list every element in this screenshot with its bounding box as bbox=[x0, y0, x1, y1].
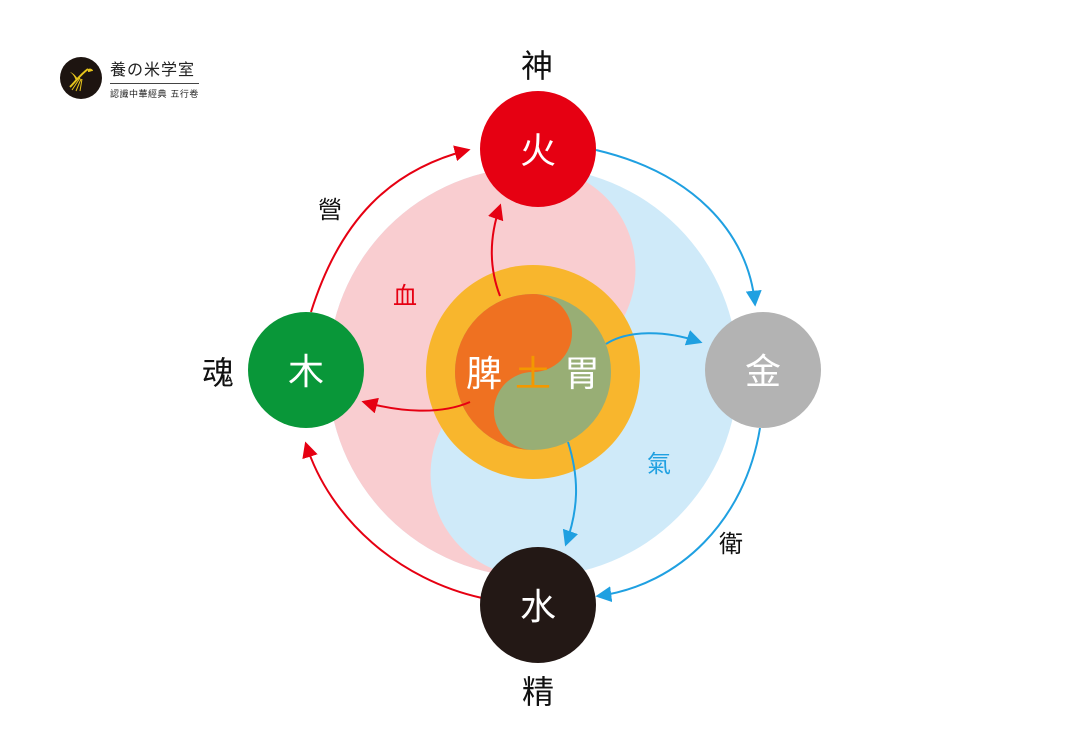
spleen-label: 脾 bbox=[466, 354, 502, 395]
ying-label: 營 bbox=[318, 196, 342, 224]
metal-node: 金 bbox=[705, 312, 821, 428]
wood-node: 木 bbox=[248, 312, 364, 428]
qi-to-water-arrow bbox=[562, 441, 578, 547]
water-wood-arrow bbox=[302, 441, 483, 599]
logo-subtitle: 認識中華經典 五行卷 bbox=[110, 90, 199, 100]
wei-label: 衛 bbox=[719, 530, 743, 558]
wood-label: 木 bbox=[288, 352, 324, 393]
logo-title: 養の米学室 bbox=[110, 56, 199, 84]
ying-arrow bbox=[310, 145, 471, 313]
water-label: 水 bbox=[520, 587, 556, 628]
xue-label: 血 bbox=[393, 282, 417, 310]
blood-to-fire-arrow bbox=[488, 203, 504, 297]
shen-label: 神 bbox=[521, 47, 553, 85]
qi-to-metal-arrow bbox=[605, 330, 703, 346]
wei-arrow bbox=[595, 427, 761, 603]
stomach-label: 胃 bbox=[564, 354, 600, 395]
jing-label: 精 bbox=[522, 673, 554, 711]
blood-to-wood-arrow bbox=[361, 397, 471, 414]
earth-label: 土 bbox=[515, 354, 551, 395]
bird-icon bbox=[60, 57, 102, 99]
fire-label: 火 bbox=[520, 131, 556, 172]
hun-label: 魂 bbox=[202, 354, 234, 392]
spleen-region bbox=[455, 294, 572, 450]
fire-node: 火 bbox=[480, 91, 596, 207]
metal-label: 金 bbox=[745, 352, 781, 393]
water-node: 水 bbox=[480, 547, 596, 663]
logo: 養の米学室 認識中華經典 五行卷 bbox=[60, 56, 199, 100]
metal-arrow bbox=[595, 149, 762, 307]
qi-label: 氣 bbox=[647, 450, 671, 478]
